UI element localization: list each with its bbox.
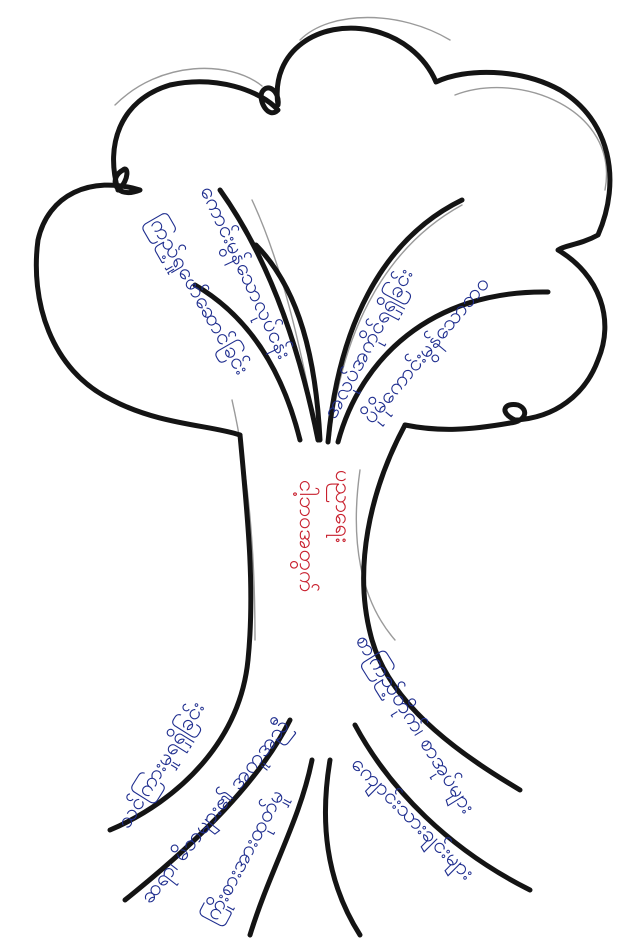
trunk-label-1: ငါ့ဘဝအတွက်	[289, 480, 320, 593]
trunk-right-outline	[364, 425, 520, 790]
pencil-sketch-lines	[115, 18, 607, 641]
branch-labels: ကြည့်ရှုဖော်ဆောင်ခြင်း ကောင်းမွန်သောလုပ်…	[139, 182, 499, 433]
trunk-labels: ငါ့ဘဝအတွက် ပညာရေး	[289, 470, 355, 593]
root-label-4: စာကြည့်တိုက်၊ စာအုပ်များ	[347, 629, 483, 820]
branch-label-2: ကောင်းမွန်သောလုပ်ငန်း	[190, 182, 298, 366]
trunk-label-2: ပညာရေး	[326, 470, 355, 543]
root-labels: သင်ကြားမှုရရှိခြင်း ဆရာ၊ မိဘများ၏ အကူအညီ…	[110, 629, 482, 930]
canopy-outline	[36, 28, 610, 435]
